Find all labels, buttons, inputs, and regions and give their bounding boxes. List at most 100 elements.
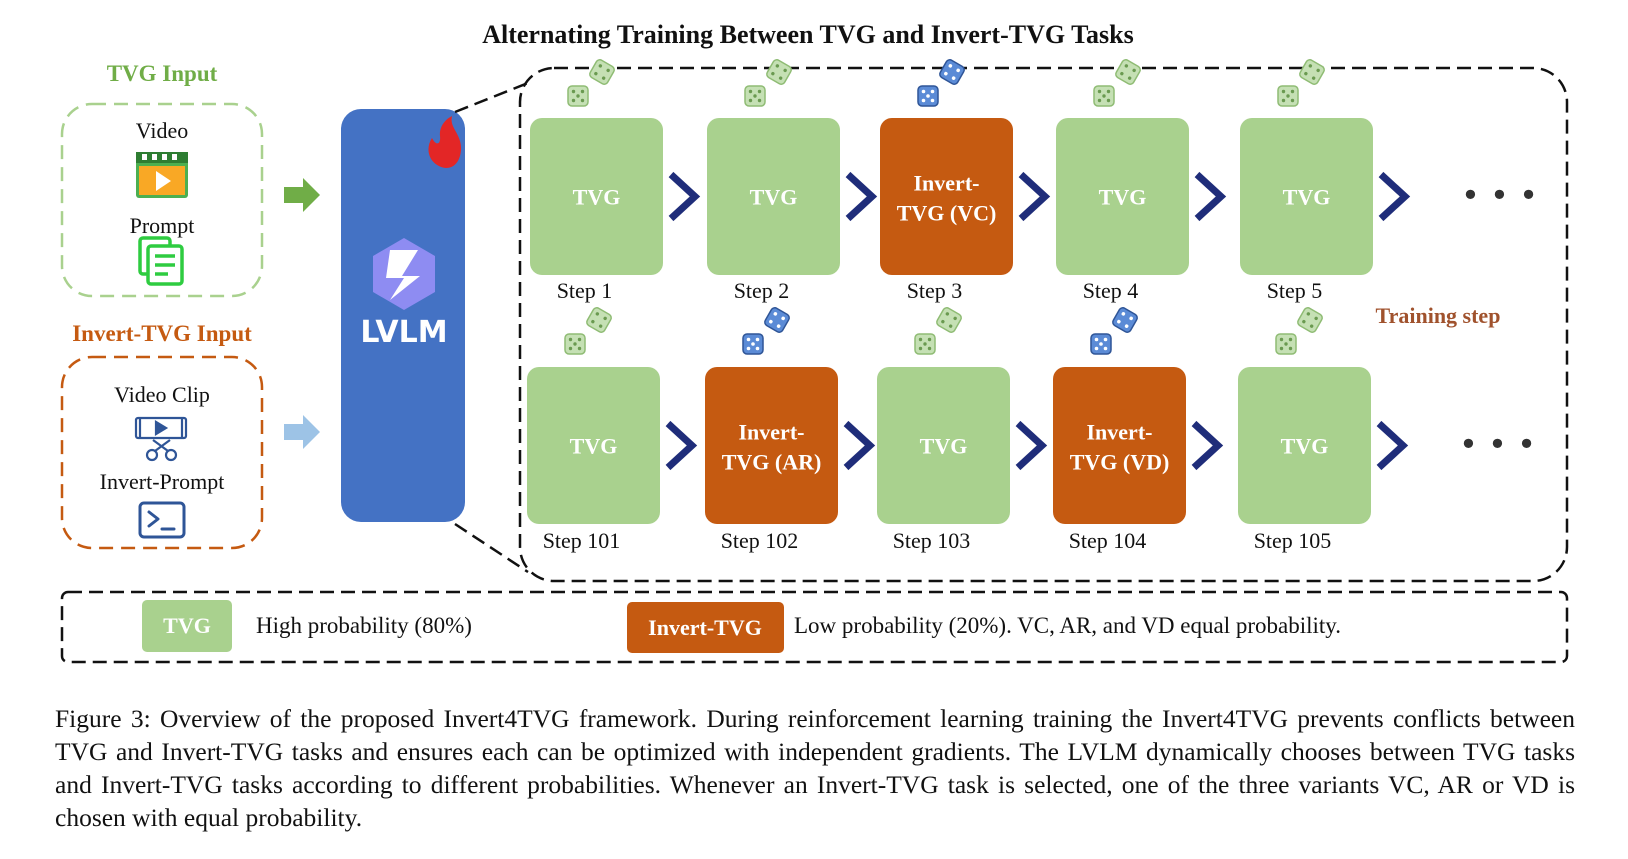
invert-input-prompt-label: Invert-Prompt [100, 469, 225, 494]
step-row1-step5: TVG Step 5 [1240, 57, 1411, 303]
step-number-label: Step 1 [557, 278, 613, 303]
chevron-right-icon [843, 420, 876, 471]
step-task-label: TVG [570, 434, 618, 459]
step-task-label-line2: TVG (AR) [722, 450, 822, 475]
step-number-label: Step 2 [734, 278, 790, 303]
prompt-icon [138, 236, 184, 286]
tvg-input-box [60, 102, 264, 298]
step-row2-step1: TVG Step 101 [527, 305, 698, 553]
legend: TVG High probability (80%) Invert-TVG Lo… [60, 590, 1569, 664]
chevron-right-icon [1194, 171, 1227, 222]
step-box [880, 118, 1013, 275]
chevron-right-icon [1191, 420, 1224, 471]
step-row1-step3: Invert- TVG (VC) Step 3 [880, 57, 1051, 303]
legend-invert-label: Invert-TVG [648, 615, 762, 640]
step-task-label: TVG [1281, 434, 1329, 459]
chevron-right-icon [665, 420, 698, 471]
tvg-input-video-label: Video [136, 118, 188, 143]
step-box [1238, 367, 1371, 524]
video-clip-icon [134, 416, 188, 462]
terminal-icon [138, 501, 186, 539]
dice-icon [1275, 305, 1325, 355]
ellipsis: • • • [1461, 177, 1538, 215]
invert-tvg-input-panel: Invert-TVG Input Video Clip Invert-Promp… [60, 321, 264, 550]
video-icon [136, 152, 188, 198]
step-row1-step4: TVG Step 4 [1056, 57, 1227, 303]
step-box [1053, 367, 1186, 524]
step-task-label: TVG [1283, 185, 1331, 210]
ellipsis: • • • [1459, 426, 1536, 464]
step-task-label: TVG [1099, 185, 1147, 210]
diagram-canvas: Alternating Training Between TVG and Inv… [60, 20, 1569, 664]
fire-icon [428, 116, 462, 168]
tvg-input-panel: TVG Input Video Prompt [60, 61, 264, 298]
legend-invert-text: Low probability (20%). VC, AR, and VD eq… [794, 613, 1341, 638]
training-steps-frame [518, 66, 1569, 583]
dice-icon [567, 57, 617, 107]
step-task-label-line2: TVG (VD) [1070, 450, 1170, 475]
tvg-input-prompt-label: Prompt [130, 213, 195, 238]
chevron-right-icon [668, 171, 701, 222]
step-number-label: Step 101 [543, 528, 621, 553]
step-task-label: TVG [750, 185, 798, 210]
dice-icon [1093, 57, 1143, 107]
step-task-label: TVG [920, 434, 968, 459]
step-number-label: Step 105 [1254, 528, 1332, 553]
invert-input-arrow [284, 415, 320, 449]
zoom-line-bottom [454, 522, 529, 574]
step-row2-step2: Invert- TVG (AR) Step 102 [705, 305, 876, 553]
step-task-label: Invert- [1087, 420, 1153, 445]
step-box [527, 367, 660, 524]
step-box [707, 118, 840, 275]
step-row1-step2: TVG Step 2 [707, 57, 878, 303]
dice-icon [1277, 57, 1327, 107]
step-row2-step3: TVG Step 103 [877, 305, 1048, 553]
zoom-line-top [454, 81, 529, 114]
legend-tvg-swatch [142, 600, 232, 652]
dice-icon [742, 305, 792, 355]
dice-icon [917, 57, 967, 107]
chevron-right-icon [1376, 420, 1409, 471]
step-number-label: Step 3 [907, 278, 963, 303]
step-box [1240, 118, 1373, 275]
invert-tvg-input-heading: Invert-TVG Input [72, 321, 252, 346]
legend-invert-swatch [627, 602, 784, 653]
lvlm-label: LVLM [360, 315, 447, 350]
step-number-label: Step 104 [1069, 528, 1147, 553]
step-number-label: Step 102 [721, 528, 799, 553]
diagram-title: Alternating Training Between TVG and Inv… [482, 20, 1134, 49]
model-star-icon [373, 238, 435, 310]
step-box [877, 367, 1010, 524]
step-box [530, 118, 663, 275]
step-task-label: TVG [573, 185, 621, 210]
step-number-label: Step 5 [1267, 278, 1323, 303]
training-step-label: Training step [1376, 303, 1501, 328]
step-task-label: Invert- [914, 171, 980, 196]
step-number-label: Step 4 [1083, 278, 1139, 303]
legend-tvg-text: High probability (80%) [256, 613, 472, 638]
dice-icon [1090, 305, 1140, 355]
step-box [705, 367, 838, 524]
chevron-right-icon [1015, 420, 1048, 471]
chevron-right-icon [845, 171, 878, 222]
invert-tvg-input-box [60, 355, 264, 550]
step-task-label: Invert- [739, 420, 805, 445]
step-row1-step1: TVG Step 1 [530, 57, 701, 303]
dice-icon [744, 57, 794, 107]
step-task-label-line2: TVG (VC) [897, 201, 997, 226]
chevron-right-icon [1018, 171, 1051, 222]
step-number-label: Step 103 [893, 528, 971, 553]
legend-frame [60, 590, 1569, 664]
tvg-input-arrow [284, 178, 320, 212]
step-row2-step4: Invert- TVG (VD) Step 104 [1053, 305, 1224, 553]
dice-icon [564, 305, 614, 355]
step-box [1056, 118, 1189, 275]
legend-tvg-label: TVG [163, 613, 211, 638]
tvg-input-heading: TVG Input [107, 61, 218, 86]
invert-input-video-clip-label: Video Clip [114, 382, 210, 407]
dice-icon [914, 305, 964, 355]
lvlm-block: LVLM [341, 109, 465, 522]
figure-caption: Figure 3: Overview of the proposed Inver… [55, 704, 1575, 832]
chevron-right-icon [1378, 171, 1411, 222]
